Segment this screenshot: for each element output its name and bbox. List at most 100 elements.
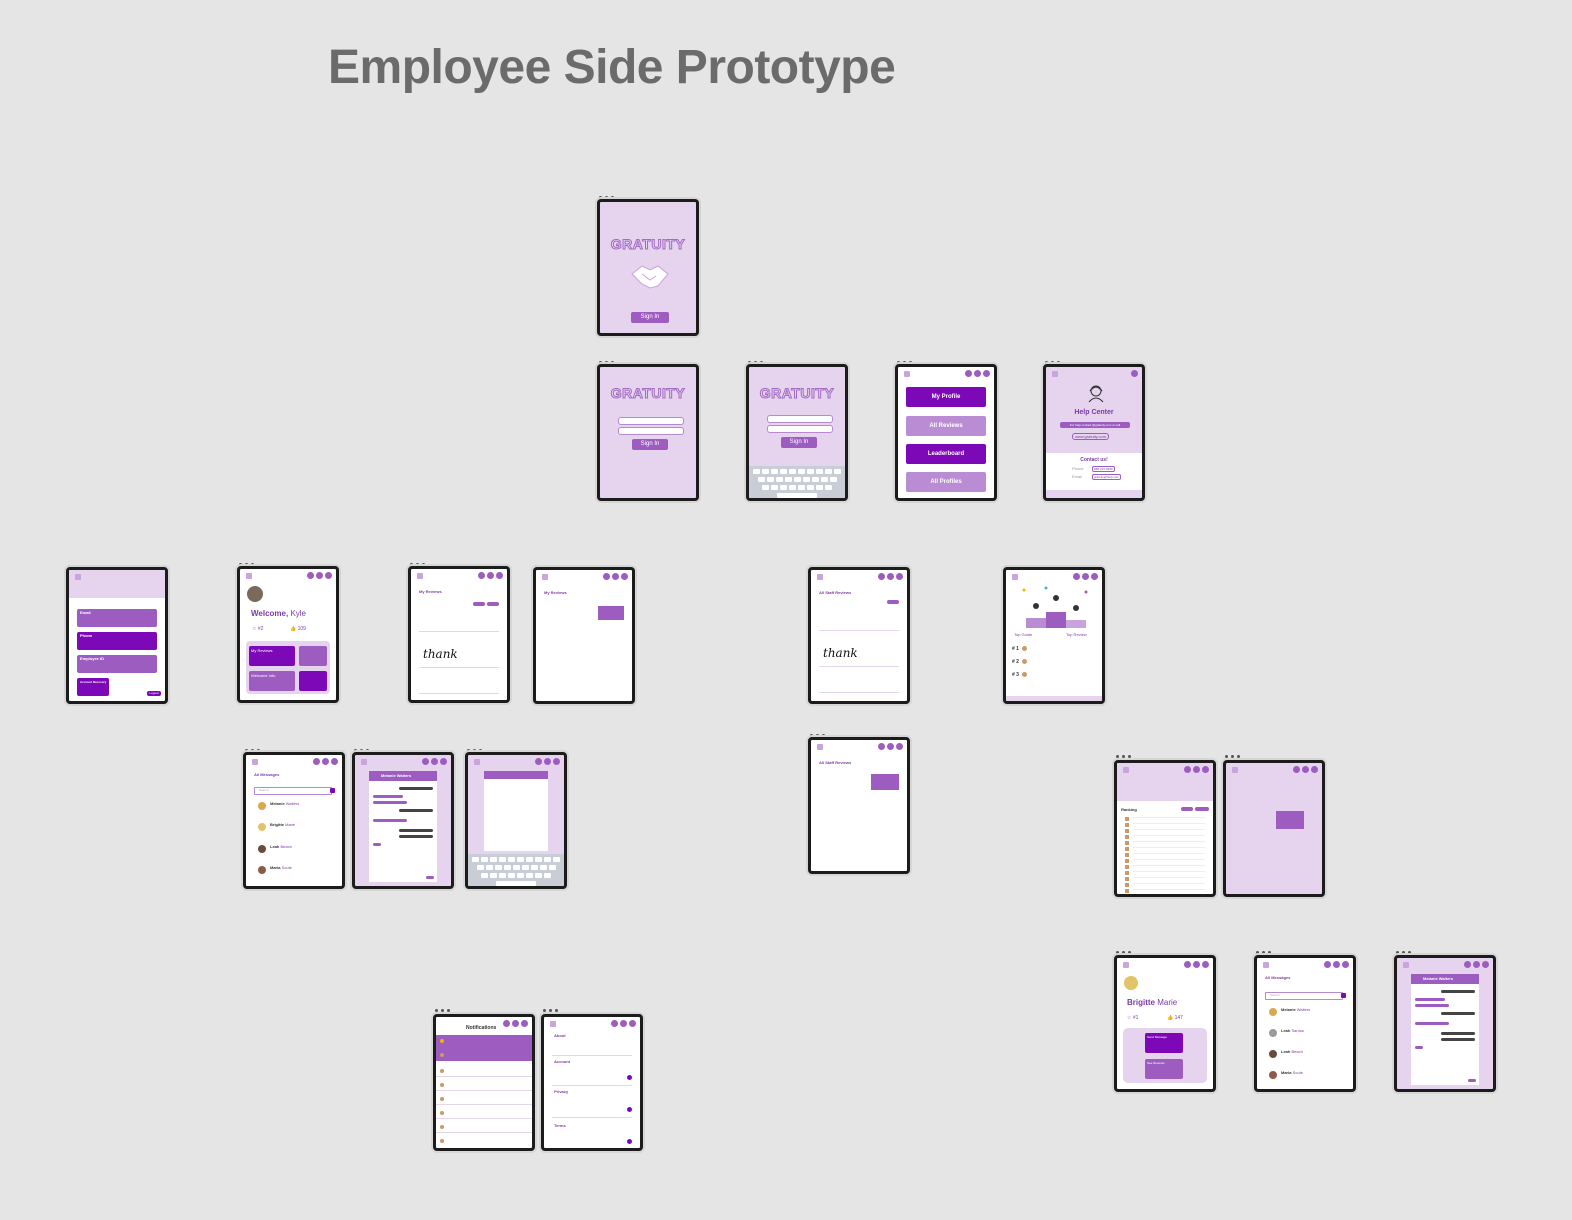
frame-options-icon[interactable] [410,553,428,566]
message-icon[interactable] [612,573,619,580]
message-icon[interactable] [1473,961,1480,968]
message-icon[interactable] [512,1020,519,1027]
settings-icon[interactable] [325,572,332,579]
notification-icon[interactable] [1293,766,1300,773]
settings-icon[interactable] [521,1020,528,1027]
notification-icon[interactable] [503,1020,510,1027]
send-button[interactable] [1468,1079,1476,1082]
notification-icon[interactable] [878,573,885,580]
contact-name[interactable]: Melanie Walters [1281,1007,1311,1012]
contact-name[interactable]: Melanie Walters [270,801,300,806]
message-icon[interactable] [544,758,551,765]
account-recovery-button[interactable]: Account Recovery [77,678,109,696]
filter-button[interactable] [487,602,499,606]
hamburger-icon[interactable] [361,759,367,765]
my-profile-button[interactable]: My Profile [906,387,986,407]
search-input[interactable]: Search [1265,992,1343,1000]
message-icon[interactable] [1193,961,1200,968]
message-icon[interactable] [887,743,894,750]
settings-icon[interactable] [896,573,903,580]
message-icon[interactable] [620,1020,627,1027]
notification-icon[interactable] [313,758,320,765]
contact-name[interactable]: Leah Beach [270,844,292,849]
filter-dropdown[interactable] [871,774,899,790]
contact-name[interactable]: Maria Soule [270,865,292,870]
frame-options-icon[interactable] [535,555,553,568]
frame-options-icon[interactable] [1225,745,1243,758]
email-field[interactable]: Email [77,609,157,627]
search-input[interactable]: Search [254,787,332,795]
filter-button[interactable] [887,600,899,604]
notification-icon[interactable] [878,743,885,750]
notification-icon[interactable] [535,758,542,765]
hamburger-icon[interactable] [417,573,423,579]
contact-name[interactable]: Leah Santos [1281,1028,1304,1033]
keyboard[interactable] [749,466,845,498]
frame-options-icon[interactable] [810,724,828,737]
notification-icon[interactable] [478,572,485,579]
message-icon[interactable] [322,758,329,765]
notification-icon[interactable] [603,573,610,580]
frame-options-icon[interactable] [599,186,617,199]
message-icon[interactable] [1333,961,1340,968]
compose-panel[interactable] [484,771,548,851]
about-section[interactable]: About [554,1033,566,1038]
notification-icon[interactable] [1464,961,1471,968]
keyboard[interactable] [468,854,564,886]
frame-options-icon[interactable] [354,739,372,752]
filter-dropdown[interactable] [598,606,624,620]
frame-options-icon[interactable] [467,739,485,752]
frame-options-icon[interactable] [599,351,617,364]
message-icon[interactable] [1193,766,1200,773]
password-input[interactable] [618,427,684,435]
settings-icon[interactable] [331,758,338,765]
settings-icon[interactable] [896,743,903,750]
website-link[interactable]: www.gratuity.com [1072,433,1110,440]
frame-options-icon[interactable] [810,555,828,568]
frame-options-icon[interactable] [435,999,453,1012]
hamburger-icon[interactable] [550,1021,556,1027]
employee-id-input[interactable] [618,417,684,425]
notification-icon[interactable] [422,758,429,765]
likes-tile[interactable] [299,671,327,691]
settings-icon[interactable] [983,370,990,377]
logout-button[interactable]: Logout [147,691,161,696]
message-icon[interactable] [1082,573,1089,580]
phone-value[interactable]: 888-222-9999 [1092,466,1115,472]
hamburger-icon[interactable] [817,744,823,750]
frame-options-icon[interactable] [245,739,263,752]
my-reviews-tile[interactable]: My Reviews [249,646,295,666]
message-icon[interactable] [974,370,981,377]
settings-icon[interactable] [553,758,560,765]
hamburger-icon[interactable] [246,573,252,579]
contact-name[interactable]: Maria Soule [1281,1070,1303,1075]
settings-icon[interactable] [621,573,628,580]
frame-options-icon[interactable] [68,555,86,568]
employee-id-field[interactable]: Employee ID [77,655,157,673]
message-icon[interactable] [316,572,323,579]
message-icon[interactable] [431,758,438,765]
frame-options-icon[interactable] [1256,941,1274,954]
frame-options-icon[interactable] [748,351,766,364]
contact-name[interactable]: Leah Beach [1281,1049,1303,1054]
phone-field[interactable]: Phone [77,632,157,650]
hamburger-icon[interactable] [1123,962,1129,968]
compose-icon[interactable] [330,788,335,793]
message-icon[interactable] [1302,766,1309,773]
frame-options-icon[interactable] [1005,555,1023,568]
hamburger-icon[interactable] [1403,962,1409,968]
notification-icon[interactable] [965,370,972,377]
message-icon[interactable] [487,572,494,579]
settings-icon[interactable] [1482,961,1489,968]
leaderboard-button[interactable]: Leaderboard [906,444,986,464]
close-icon[interactable] [1131,370,1138,377]
settings-icon[interactable] [496,572,503,579]
message-icon[interactable] [887,573,894,580]
hamburger-icon[interactable] [542,574,548,580]
frame-options-icon[interactable] [897,351,915,364]
filter-button[interactable] [1195,807,1209,811]
frame-options-icon[interactable] [1396,941,1414,954]
frame-options-icon[interactable] [1045,351,1063,364]
hamburger-icon[interactable] [1232,767,1238,773]
notification-icon[interactable] [611,1020,618,1027]
